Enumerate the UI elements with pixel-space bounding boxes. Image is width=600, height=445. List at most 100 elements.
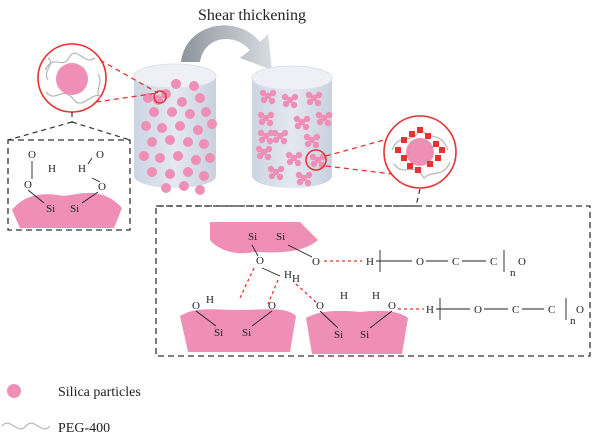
particle	[300, 174, 308, 182]
particle	[314, 156, 322, 164]
atom-o: O	[416, 256, 424, 268]
particle	[199, 171, 209, 181]
particle	[143, 93, 153, 103]
selection-circle-right	[305, 149, 327, 171]
particle	[314, 99, 322, 107]
particle	[320, 114, 328, 122]
legend-label-peg: PEG-400	[58, 421, 110, 436]
atom-o: O	[98, 181, 106, 193]
wavy-line-icon	[1, 422, 51, 430]
particle	[268, 172, 276, 180]
particle	[312, 141, 320, 149]
particle	[185, 109, 195, 119]
particle	[175, 121, 185, 131]
particle	[286, 96, 294, 104]
aggregate-marker	[407, 163, 413, 169]
atom-o: O	[576, 304, 584, 316]
particle	[167, 107, 177, 117]
aggregate-marker	[401, 137, 407, 143]
particle	[257, 129, 265, 137]
particle	[272, 136, 280, 144]
detail-box-left	[7, 139, 131, 231]
particle	[281, 93, 289, 101]
particle	[267, 111, 275, 119]
particle	[269, 89, 277, 97]
atom-o: O	[268, 300, 276, 312]
particle	[258, 118, 266, 126]
particle	[276, 173, 284, 181]
atom-o: O	[256, 255, 264, 267]
particle	[179, 181, 189, 191]
particle	[315, 111, 323, 119]
atom-si: Si	[334, 329, 343, 341]
particle	[304, 179, 312, 187]
atom-h: H	[48, 163, 56, 175]
particle	[171, 79, 181, 89]
particle	[195, 185, 205, 195]
title: Shear thickening	[198, 7, 306, 24]
cylinder-right	[251, 65, 333, 188]
atom-h: H	[206, 294, 214, 306]
legend-label-silica: Silica particles	[58, 385, 141, 400]
particle	[260, 148, 268, 156]
particle	[325, 111, 333, 119]
subscript-n: n	[510, 267, 516, 279]
particle	[207, 119, 217, 129]
particle	[205, 153, 215, 163]
particle	[302, 123, 310, 131]
particle	[285, 151, 293, 159]
particle	[267, 129, 275, 137]
left-detail-chemistry: O H O H O O Si Si	[12, 149, 122, 228]
particle	[147, 167, 157, 177]
particle	[272, 168, 280, 176]
particle	[310, 94, 318, 102]
atom-si: Si	[360, 329, 369, 341]
particle	[305, 91, 313, 99]
atom-c: C	[512, 304, 519, 316]
particle	[281, 129, 289, 137]
particle	[264, 92, 272, 100]
pink-circle-icon	[7, 384, 21, 398]
zoom-lines-right	[325, 139, 393, 175]
particle	[303, 133, 311, 141]
atom-c: C	[490, 256, 497, 268]
particle	[280, 137, 288, 145]
magnified-cluster-circle	[383, 115, 457, 189]
atom-o: O	[388, 300, 396, 312]
atom-h: H	[426, 304, 434, 316]
particle	[177, 97, 187, 107]
particle	[291, 93, 299, 101]
particle	[286, 158, 294, 166]
particle	[258, 136, 266, 144]
particle	[303, 115, 311, 123]
particle	[294, 159, 302, 167]
selection-circle-left	[153, 90, 167, 104]
particle	[298, 118, 306, 126]
particle	[305, 171, 313, 179]
particle	[161, 183, 171, 193]
particle	[266, 137, 274, 145]
particle	[165, 135, 175, 145]
particle	[316, 118, 324, 126]
atom-si: Si	[214, 327, 223, 339]
particle	[294, 122, 302, 130]
aggregate-marker	[439, 147, 445, 153]
particle	[147, 137, 157, 147]
aggregate-marker	[409, 131, 415, 137]
atom-o: O	[24, 179, 32, 191]
particle	[290, 154, 298, 162]
particle	[324, 119, 332, 127]
aggregate-marker	[427, 161, 433, 167]
particle	[199, 139, 209, 149]
aggregate-marker	[395, 147, 401, 153]
atom-o: O	[474, 304, 482, 316]
particle	[304, 140, 312, 148]
particle	[290, 101, 298, 109]
particle	[308, 136, 316, 144]
particle	[141, 121, 151, 131]
particle	[282, 100, 290, 108]
atom-o: O	[96, 149, 104, 161]
particle	[306, 98, 314, 106]
aggregate-marker	[415, 167, 421, 173]
particle	[310, 160, 318, 168]
